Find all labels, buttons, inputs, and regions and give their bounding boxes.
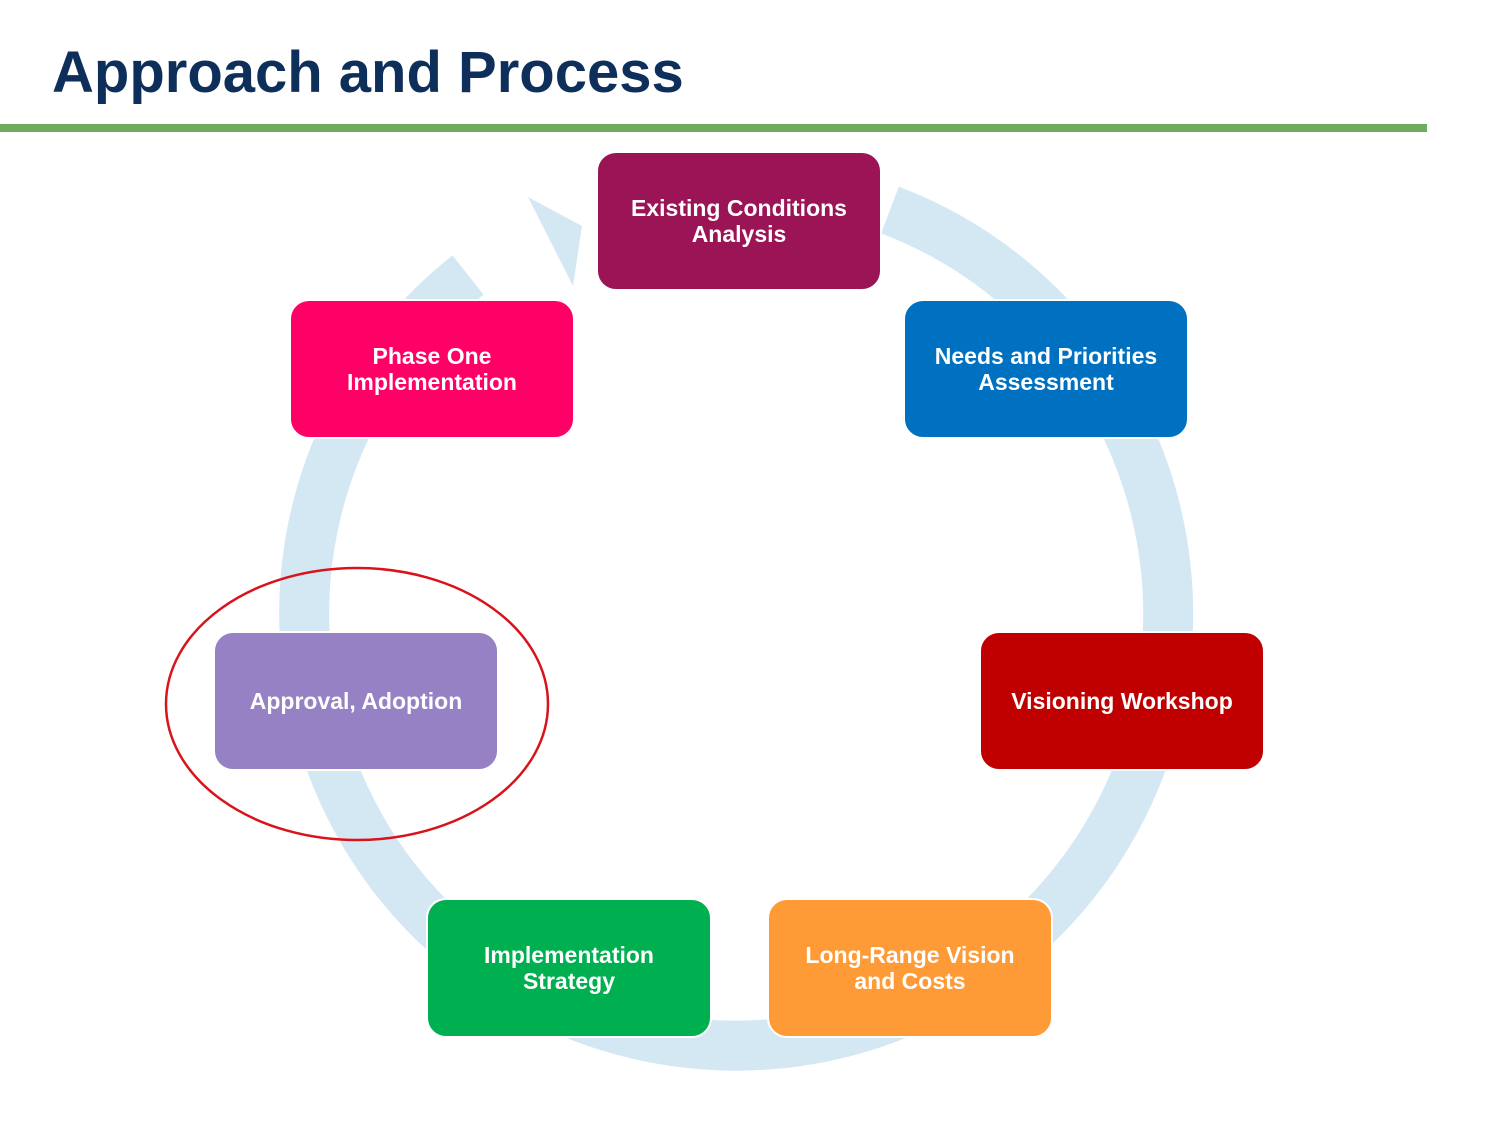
step-long-range-vision-and-costs: Long-Range Vision and Costs	[767, 898, 1053, 1038]
title-underline	[0, 124, 1427, 132]
step-visioning-workshop: Visioning Workshop	[979, 631, 1265, 771]
step-phase-one-implementation: Phase One Implementation	[289, 299, 575, 439]
step-implementation-strategy: Implementation Strategy	[426, 898, 712, 1038]
cycle-arrowhead	[528, 197, 582, 286]
step-needs-and-priorities-assessment: Needs and Priorities Assessment	[903, 299, 1189, 439]
step-approval-adoption: Approval, Adoption	[213, 631, 499, 771]
step-existing-conditions-analysis: Existing Conditions Analysis	[596, 151, 882, 291]
slide-title: Approach and Process	[52, 40, 684, 105]
